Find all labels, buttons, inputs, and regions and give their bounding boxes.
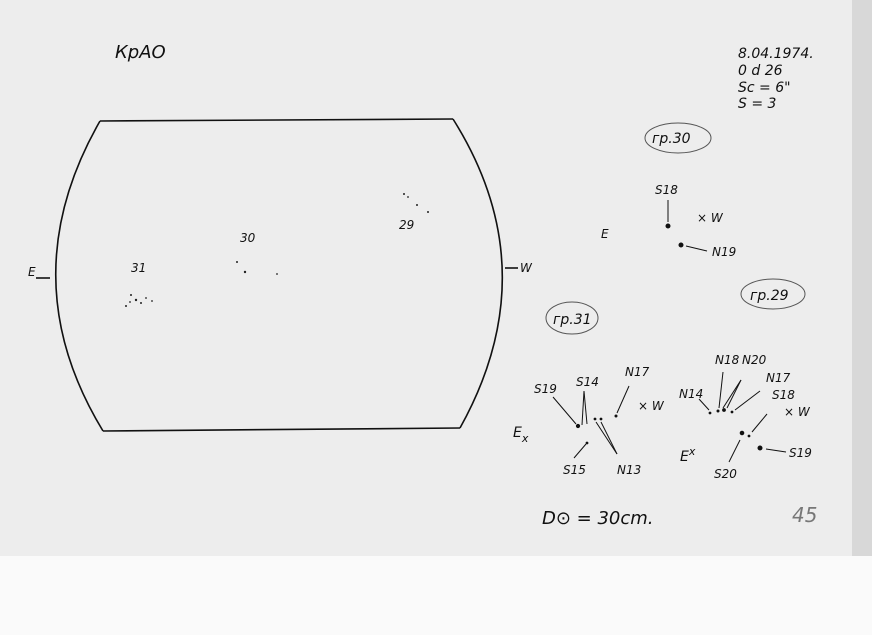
group30-spot-s18: S18 bbox=[655, 183, 678, 197]
group31-spot-s15: S15 bbox=[563, 463, 586, 477]
group29-spot-n17: N17 bbox=[766, 371, 791, 385]
group29-spot-n14: N14 bbox=[679, 387, 703, 401]
group29-west: × W bbox=[784, 405, 811, 419]
group29-spot-n20: N20 bbox=[742, 353, 767, 367]
group31-spot-n13: N13 bbox=[617, 463, 641, 477]
group30-west: × W bbox=[697, 211, 724, 225]
group29-east: Ex bbox=[680, 445, 696, 465]
disk-group-label-29: 29 bbox=[399, 218, 414, 232]
date-text: 8.04.1974. bbox=[738, 46, 814, 62]
group29-title: гр.29 bbox=[750, 288, 789, 304]
group29-title-ellipse bbox=[740, 278, 806, 310]
group31-title-ellipse bbox=[545, 301, 599, 335]
group30-spot-n19: N19 bbox=[712, 245, 736, 259]
observatory-label: КрАО bbox=[115, 42, 166, 63]
group31-sketch bbox=[552, 385, 630, 459]
group30-title: гр.30 bbox=[652, 131, 691, 147]
diameter-note: D⊙ = 30cm. bbox=[542, 508, 654, 529]
group30-title-ellipse bbox=[644, 122, 712, 154]
group31-west: × W bbox=[638, 399, 665, 413]
group31-spot-s14: S14 bbox=[576, 375, 599, 389]
solar-disk-outline bbox=[36, 118, 518, 432]
group29-sketch bbox=[698, 371, 787, 463]
quality-text: S = 3 bbox=[738, 96, 776, 112]
group29-spot-n18: N18 bbox=[715, 353, 740, 367]
disk-group-label-30: 30 bbox=[240, 231, 256, 245]
paper-sheet bbox=[0, 0, 852, 556]
disk-group-label-31: 31 bbox=[131, 261, 146, 275]
group30-sketch bbox=[665, 200, 708, 252]
group31-title: гр.31 bbox=[553, 312, 592, 328]
group29-spot-s18: S18 bbox=[772, 388, 795, 402]
group29-spot-s20: S20 bbox=[714, 467, 737, 481]
disk-spots bbox=[125, 193, 429, 307]
page-number: 45 bbox=[792, 503, 817, 527]
group31-spot-n17: N17 bbox=[625, 365, 650, 379]
disk-west-label: W bbox=[520, 261, 533, 275]
group31-spot-s19: S19 bbox=[534, 382, 557, 396]
seeing-text: Sc = 6" bbox=[738, 80, 791, 96]
group30-east: E bbox=[601, 227, 609, 241]
group31-east: Ex bbox=[513, 425, 529, 445]
time-text: 0 d 26 bbox=[738, 63, 783, 79]
paper-edge bbox=[852, 0, 872, 556]
group29-spot-s19: S19 bbox=[789, 446, 812, 460]
disk-east-label: E bbox=[28, 265, 36, 279]
